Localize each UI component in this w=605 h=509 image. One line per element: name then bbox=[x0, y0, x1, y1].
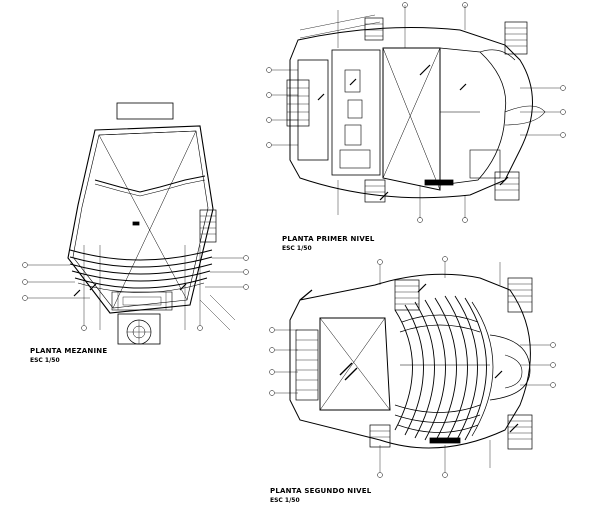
mezzanine-plan-scale: ESC 1/50 bbox=[30, 357, 60, 364]
second-level-plan-title: PLANTA SEGUNDO NIVEL bbox=[270, 487, 372, 495]
first-level-plan-scale: ESC 1/50 bbox=[282, 245, 312, 252]
first-level-plan-title: PLANTA PRIMER NIVEL bbox=[282, 235, 375, 243]
plan-second-level bbox=[269, 256, 556, 478]
second-level-plan-scale: ESC 1/50 bbox=[270, 497, 300, 504]
plan-first-level bbox=[266, 2, 566, 223]
plan-mezzanine bbox=[22, 102, 249, 345]
mezzanine-plan-title: PLANTA MEZANINE bbox=[30, 347, 108, 355]
